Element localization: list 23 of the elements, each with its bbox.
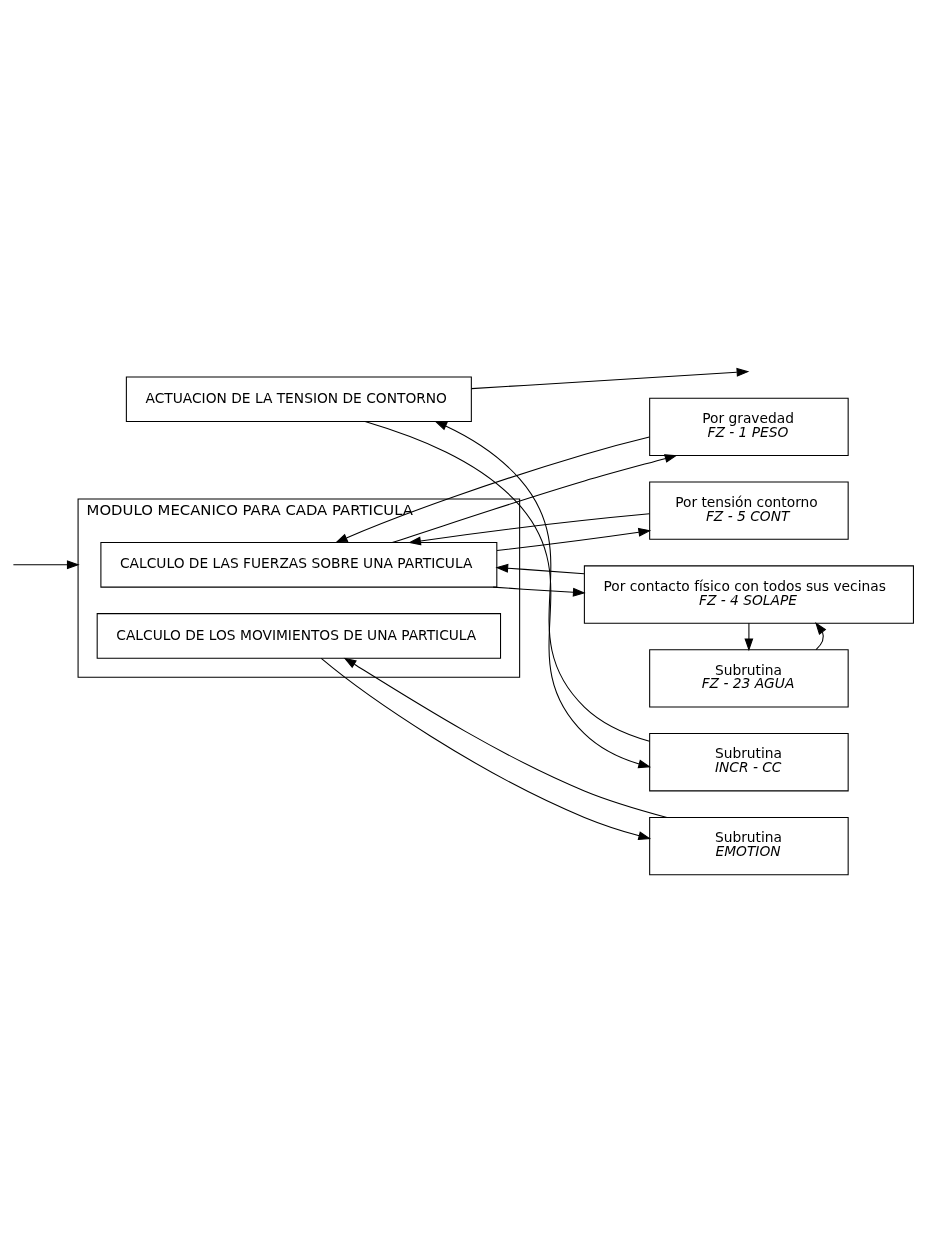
arrow [364, 420, 652, 768]
arrow [492, 586, 586, 597]
node-box: Por contacto físico con todos sus vecinas FZ - 4 SOLAPE [583, 564, 914, 624]
arrow [408, 512, 650, 545]
arrow [434, 420, 651, 742]
arrow [12, 559, 80, 569]
arrow [391, 453, 678, 543]
node-box: CALCULO DE LAS FUERZAS SOBRE UNA PARTICULA [100, 541, 498, 588]
node-box: Subrutina EMOTION [649, 816, 849, 875]
arrow [470, 367, 750, 389]
node-box: Subrutina INCR - CC [649, 732, 849, 791]
node-box: Por gravedad FZ - 1 PESO [649, 397, 849, 456]
arrow [320, 657, 652, 840]
arrow [815, 621, 827, 650]
arrow [334, 435, 650, 543]
arrow [343, 657, 668, 818]
arrow [744, 622, 754, 651]
node-box: CALCULO DE LOS MOVIMIENTOS DE UNA PARTICULA [96, 612, 502, 659]
node-box: Subrutina FZ - 23 AGUA [649, 648, 849, 708]
node-box: Por tensión contorno FZ - 5 CONT [649, 481, 849, 540]
arrow [496, 527, 652, 551]
node-box: ACTUACION DE LA TENSION DE CONTORNO [125, 375, 472, 422]
arrow [495, 563, 585, 574]
